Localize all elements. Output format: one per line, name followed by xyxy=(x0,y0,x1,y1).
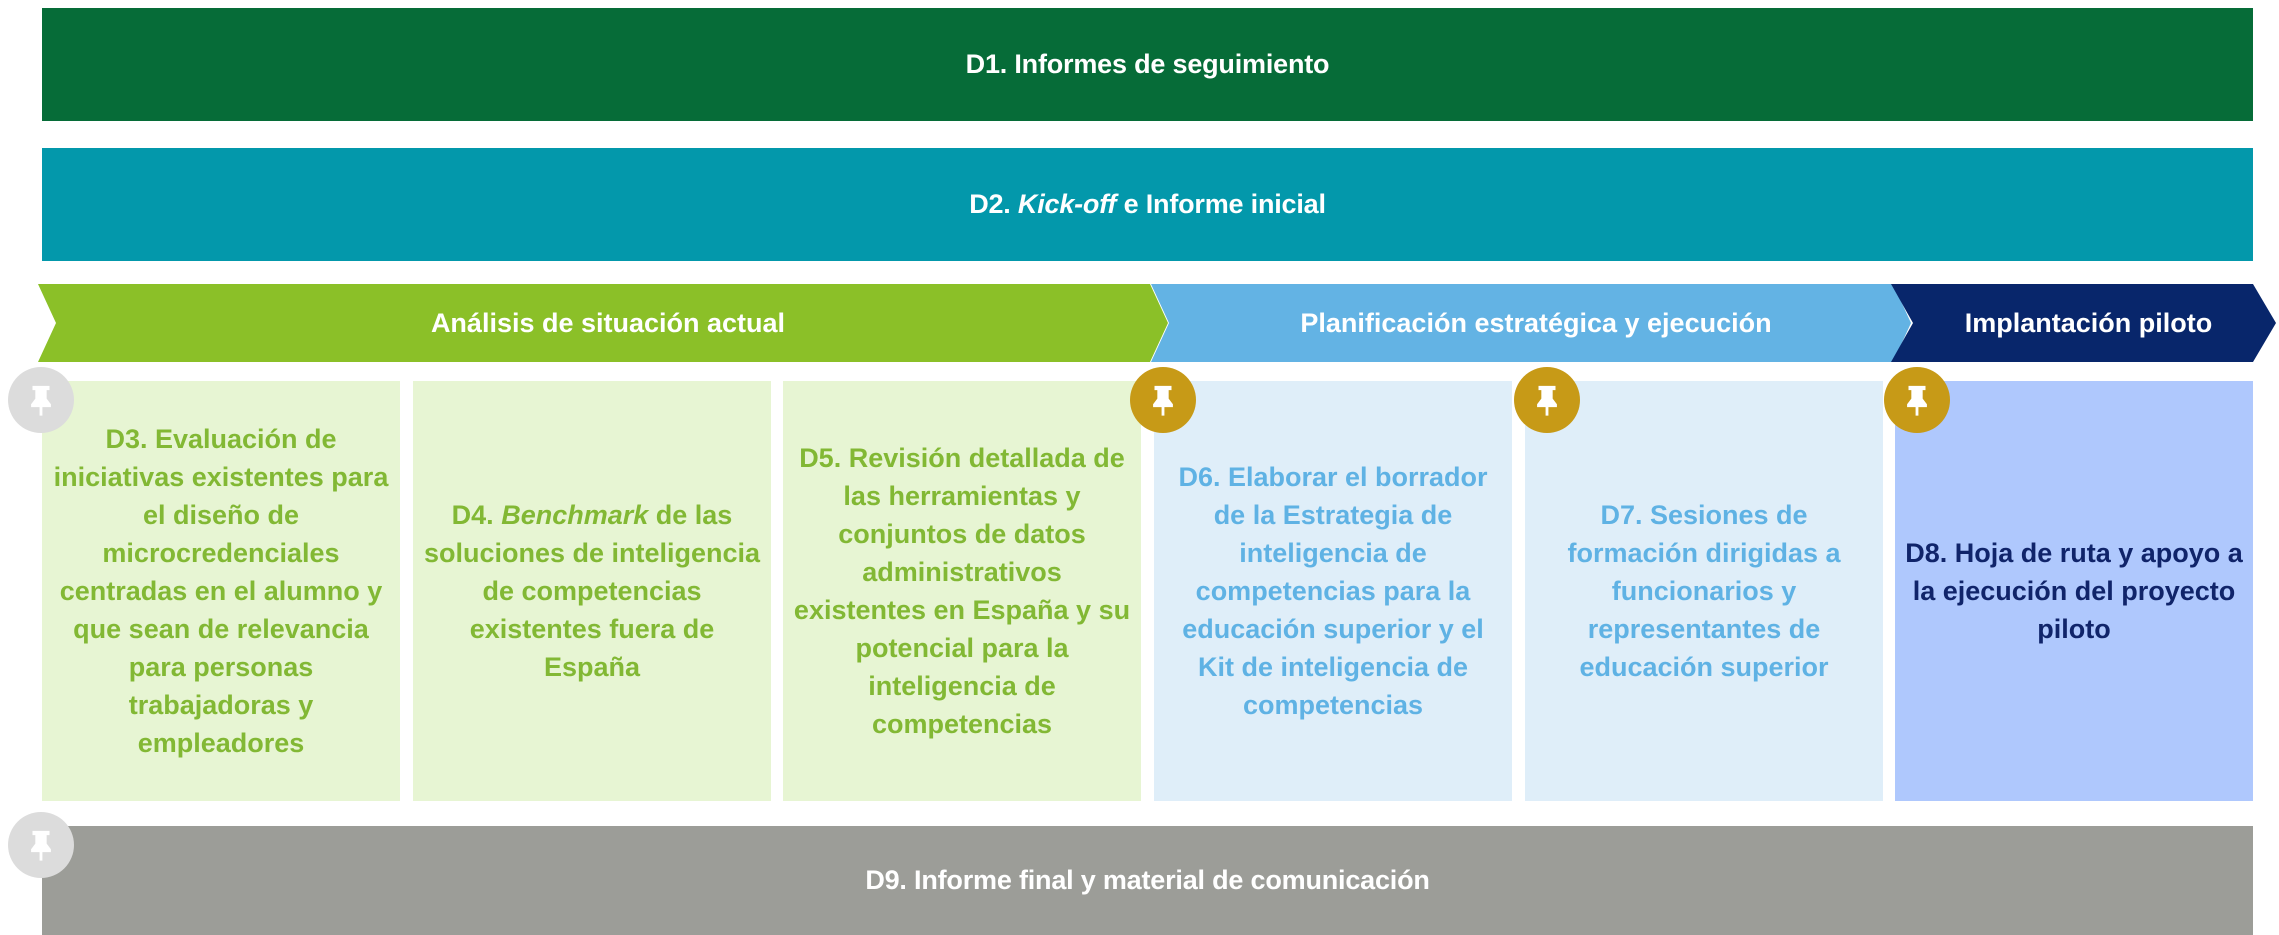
phase-arrow-planificacion: Planificación estratégica y ejecución xyxy=(1151,284,1911,362)
deliverable-d6-card: D6. Elaborar el borrador de la Estrategi… xyxy=(1154,381,1512,801)
deliverable-d3-card: D3. Evaluación de iniciativas existentes… xyxy=(42,381,400,801)
deliverable-d4-card: D4. Benchmark de las soluciones de intel… xyxy=(413,381,771,801)
d2-prefix: D2. xyxy=(969,189,1018,219)
deliverable-d3-label: D3. Evaluación de iniciativas existentes… xyxy=(53,424,389,758)
deliverable-d2-band: D2. Kick-off e Informe inicial xyxy=(42,148,2253,261)
pushpin-icon xyxy=(1130,367,1196,433)
d4-suffix: de las soluciones de inteligencia de com… xyxy=(423,500,761,682)
deliverable-d6-label: D6. Elaborar el borrador de la Estrategi… xyxy=(1178,462,1488,720)
d4-italic: Benchmark xyxy=(501,500,649,530)
pushpin-icon xyxy=(8,812,74,878)
phase-label-implantacion: Implantación piloto xyxy=(1964,307,2213,338)
deliverable-d8-label: D8. Hoja de ruta y apoyo a la ejecución … xyxy=(1905,538,2243,644)
deliverable-d4-label: D4. Benchmark de las soluciones de intel… xyxy=(423,496,761,686)
d2-suffix: e Informe inicial xyxy=(1116,189,1326,219)
phase-arrow-analisis: Análisis de situación actual xyxy=(38,284,1168,362)
phase-label-planificacion: Planificación estratégica y ejecución xyxy=(1300,307,1772,338)
deliverable-d7-label: D7. Sesiones de formación dirigidas a fu… xyxy=(1567,500,1841,682)
deliverable-d1-band: D1. Informes de seguimiento xyxy=(42,8,2253,121)
deliverable-d1-label: D1. Informes de seguimiento xyxy=(965,49,1330,79)
pushpin-icon xyxy=(1514,367,1580,433)
phase-label-analisis: Análisis de situación actual xyxy=(430,307,786,338)
deliverable-d9-label: D9. Informe final y material de comunica… xyxy=(865,865,1430,895)
deliverable-d5-label: D5. Revisión detallada de las herramient… xyxy=(793,443,1131,739)
deliverable-d8-card: D8. Hoja de ruta y apoyo a la ejecución … xyxy=(1895,381,2253,801)
deliverable-d2-label: D2. Kick-off e Informe inicial xyxy=(969,189,1326,220)
phase-arrow-implantacion: Implantación piloto xyxy=(1891,284,2276,362)
deliverable-d5-card: D5. Revisión detallada de las herramient… xyxy=(783,381,1141,801)
pushpin-icon xyxy=(8,367,74,433)
deliverable-d7-card: D7. Sesiones de formación dirigidas a fu… xyxy=(1525,381,1883,801)
pushpin-icon xyxy=(1884,367,1950,433)
deliverable-d9-band: D9. Informe final y material de comunica… xyxy=(42,826,2253,935)
d2-italic: Kick-off xyxy=(1017,189,1117,219)
d4-prefix: D4. xyxy=(451,500,502,530)
